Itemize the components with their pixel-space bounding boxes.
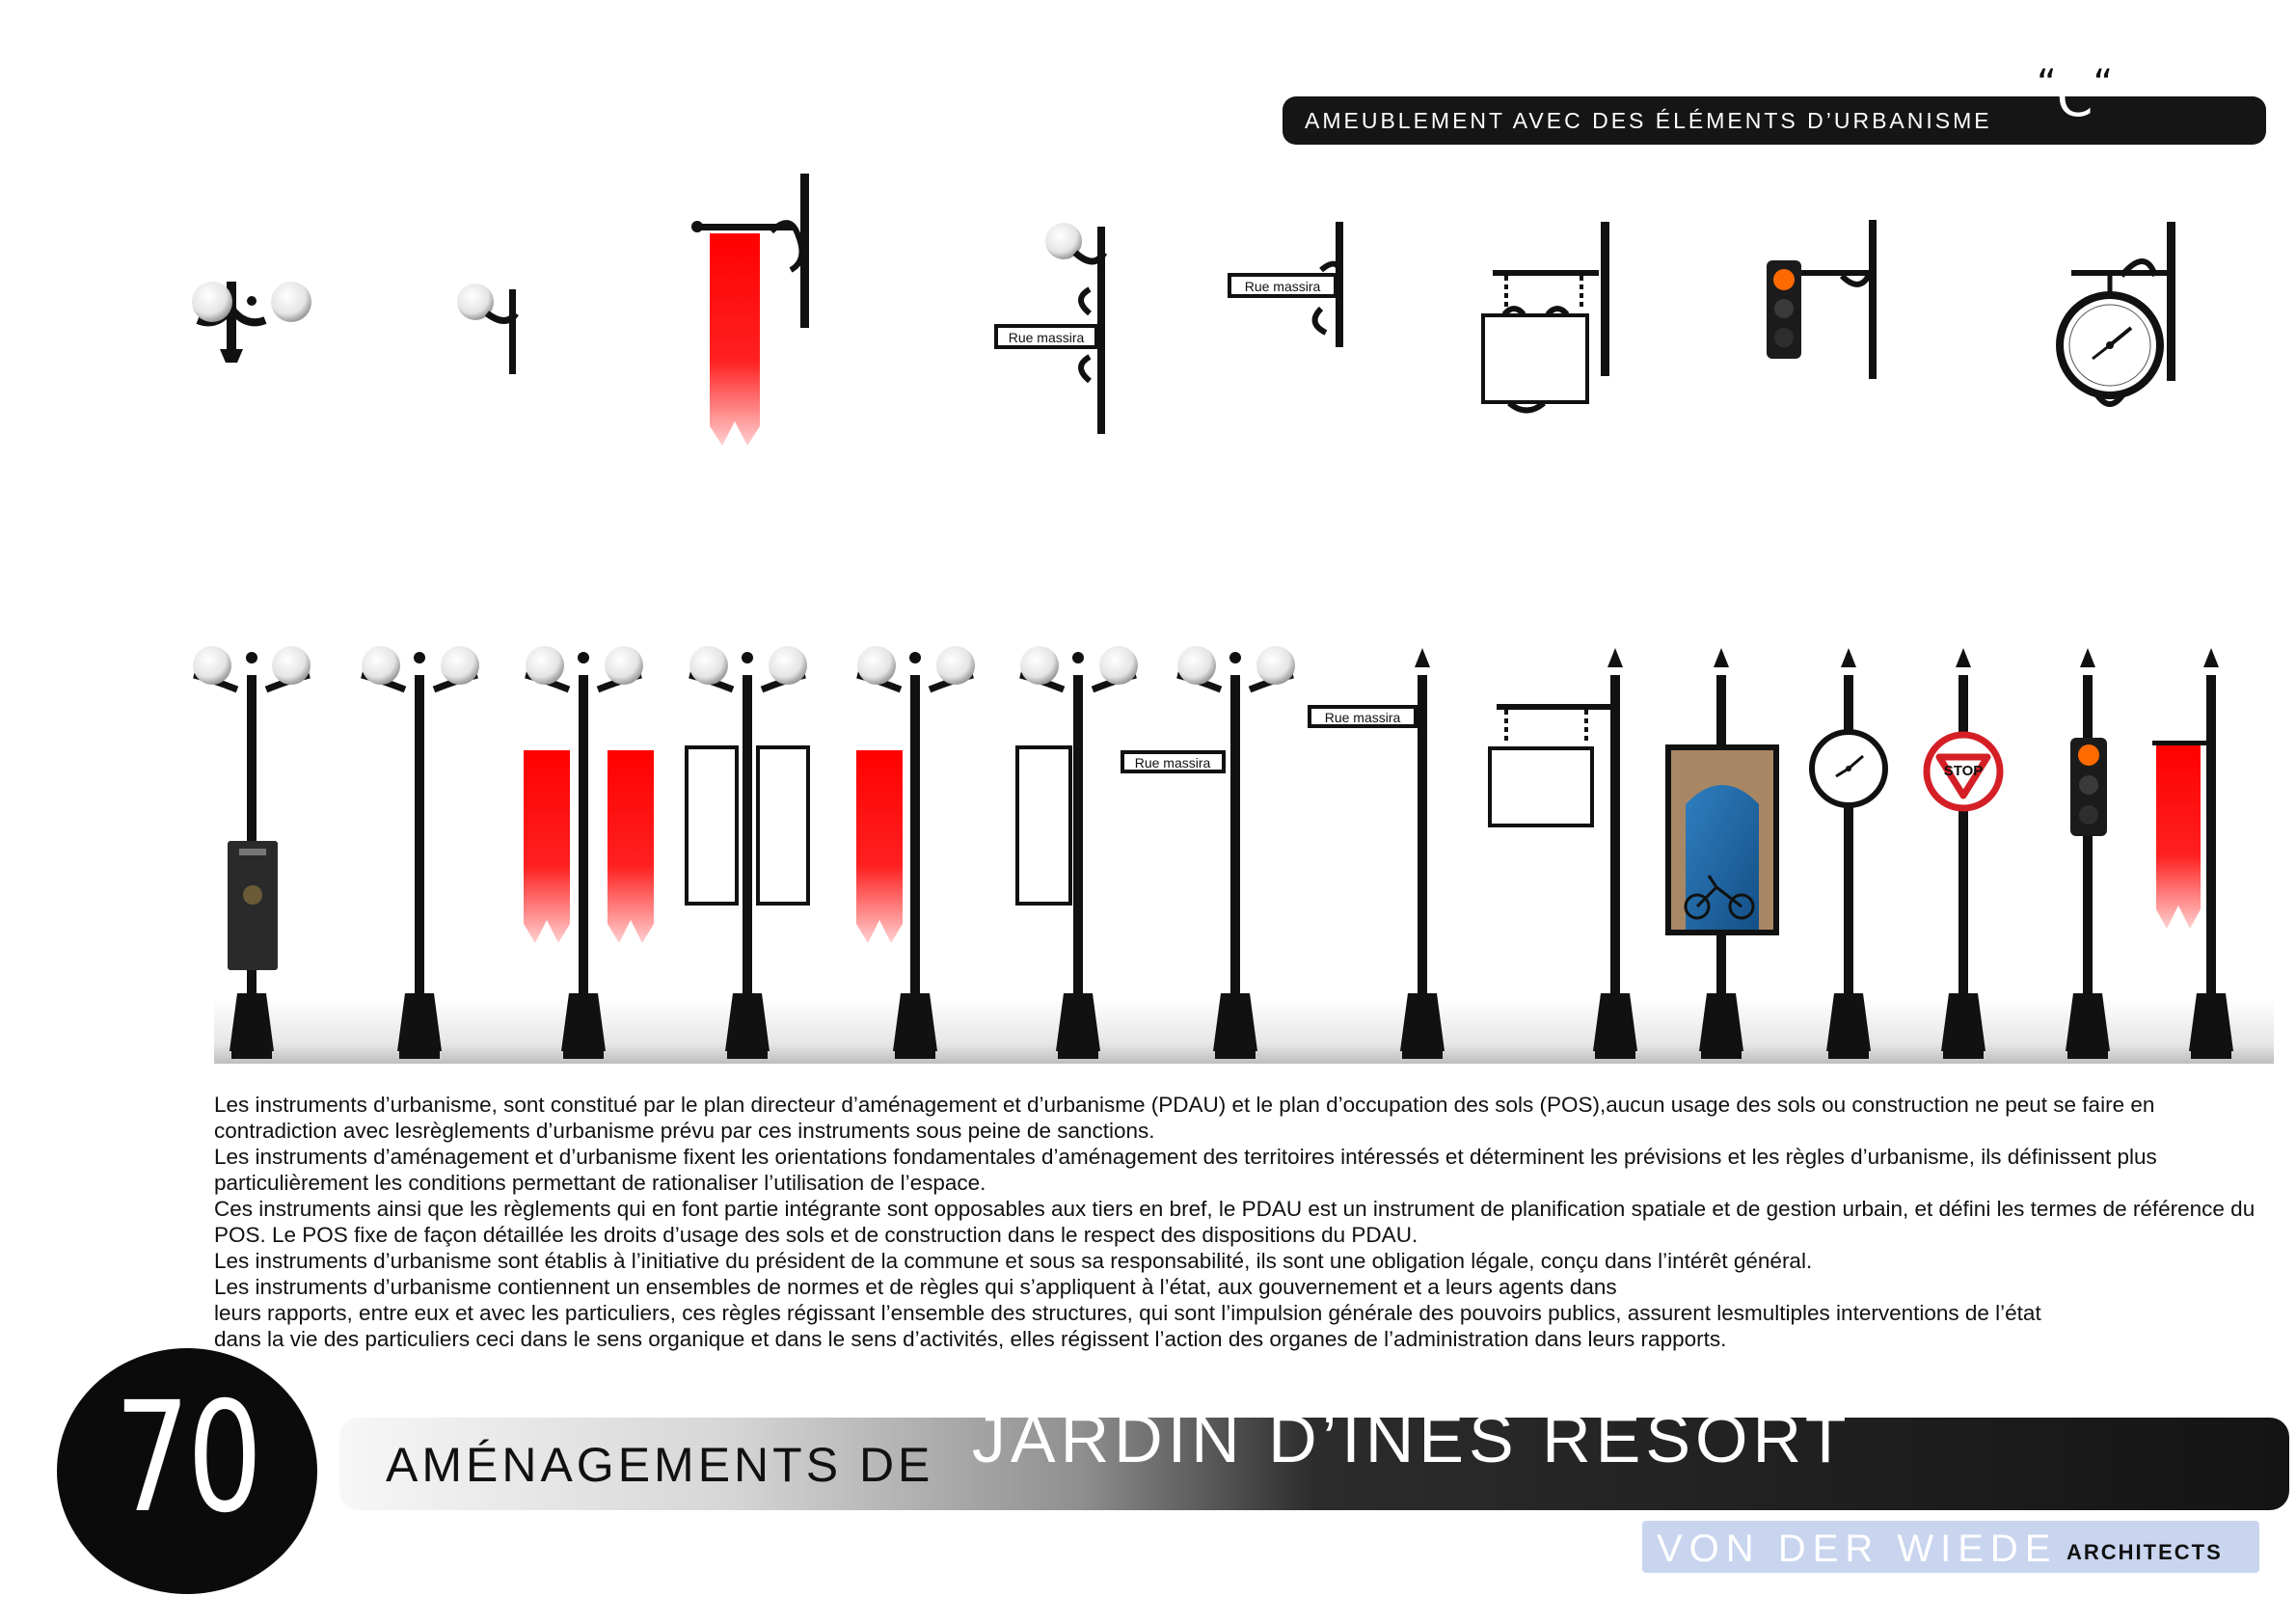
stop-sign: STOP bbox=[1923, 731, 2004, 812]
street-sign-label: Rue massira bbox=[1325, 710, 1401, 725]
wall-banner-bracket bbox=[691, 174, 809, 446]
lamp-post bbox=[1176, 652, 1294, 1059]
project-name: JARDIN D’INES RESORT bbox=[971, 1401, 1850, 1476]
description-text: Les instruments d’urbanisme, sont consti… bbox=[214, 1092, 2268, 1352]
header-bar bbox=[1283, 96, 2266, 145]
lamp-post bbox=[2066, 648, 2110, 1059]
street-sign-label: Rue massira bbox=[1245, 279, 1321, 294]
wall-hanging-sign bbox=[1481, 222, 1609, 414]
firm-suffix: ARCHITECTS bbox=[2066, 1540, 2223, 1564]
wall-street-sign: Rue massira bbox=[1228, 222, 1343, 347]
paragraph: dans la vie des particuliers ceci dans l… bbox=[214, 1327, 1727, 1351]
street-sign: Rue massira bbox=[1121, 750, 1226, 773]
lamp-post bbox=[361, 652, 478, 1059]
clock bbox=[1809, 729, 1888, 808]
wall-lamp bbox=[457, 284, 519, 374]
page-number-badge bbox=[57, 1348, 317, 1594]
footer-title-prefix: AMÉNAGEMENTS DE bbox=[386, 1438, 934, 1492]
paragraph: Les instruments d’urbanisme contiennent … bbox=[214, 1275, 1617, 1299]
street-sign: Rue massira bbox=[1308, 705, 1418, 728]
trash-bin bbox=[228, 841, 278, 970]
lamp-post bbox=[2189, 648, 2233, 1059]
firm-name: VON DER WIEDE bbox=[1657, 1528, 2058, 1570]
poster-frame bbox=[685, 745, 739, 906]
double-globe-lamp-head bbox=[192, 282, 311, 363]
paragraph: Les instruments d’aménagement et d’urban… bbox=[214, 1145, 2157, 1195]
street-furniture-drawings: Rue massira Rue massira bbox=[192, 174, 2274, 1064]
paragraph: Ces instruments ainsi que les règlements… bbox=[214, 1197, 2255, 1247]
quote-close: " bbox=[1873, 1389, 1897, 1445]
lamp-post bbox=[1400, 648, 1445, 1059]
quote-open: “ bbox=[2037, 62, 2057, 106]
letter-c: C bbox=[2056, 68, 2093, 128]
red-banner bbox=[524, 750, 570, 943]
paragraph: Les instruments d’urbanisme sont établis… bbox=[214, 1249, 1813, 1273]
hanging-sign bbox=[1488, 704, 1610, 827]
photo-panel bbox=[1665, 744, 1779, 935]
traffic-light bbox=[2070, 738, 2107, 836]
paragraph: Les instruments d’urbanisme, sont consti… bbox=[214, 1093, 2155, 1143]
street-sign-label: Rue massira bbox=[1009, 330, 1085, 345]
section-letter: “C“ bbox=[2037, 62, 2113, 128]
street-sign-label: Rue massira bbox=[1135, 755, 1211, 771]
lamp-post bbox=[1593, 648, 1637, 1059]
wall-traffic-light bbox=[1767, 220, 1877, 379]
page-number: 70 bbox=[114, 1369, 263, 1547]
poster-frame bbox=[756, 745, 810, 906]
lamp-post bbox=[1941, 648, 1985, 1059]
wall-clock bbox=[2056, 222, 2175, 407]
red-banner bbox=[856, 750, 903, 943]
lamp-post bbox=[1826, 648, 1871, 1059]
lamp-globes bbox=[193, 646, 1295, 685]
footer-title-main: " JARDIN D’INES RESORT " bbox=[926, 1389, 1896, 1477]
footer-title-bar bbox=[339, 1418, 2289, 1510]
quote-close: “ bbox=[2093, 62, 2114, 106]
quote-open: " bbox=[926, 1389, 949, 1445]
red-banner bbox=[608, 750, 654, 943]
poster-frame bbox=[1015, 745, 1072, 906]
section-title: AMEUBLEMENT AVEC DES ÉLÉMENTS D’URBANISM… bbox=[1305, 108, 1992, 133]
firm-logo bbox=[1642, 1521, 2259, 1573]
paragraph: leurs rapports, entre eux et avec les pa… bbox=[214, 1301, 2041, 1325]
wall-lamp-street-sign: Rue massira bbox=[994, 223, 1108, 434]
stop-sign-label: STOP bbox=[1944, 763, 1984, 779]
lamp-posts bbox=[193, 648, 2233, 1059]
banner-bracket bbox=[2152, 741, 2212, 929]
